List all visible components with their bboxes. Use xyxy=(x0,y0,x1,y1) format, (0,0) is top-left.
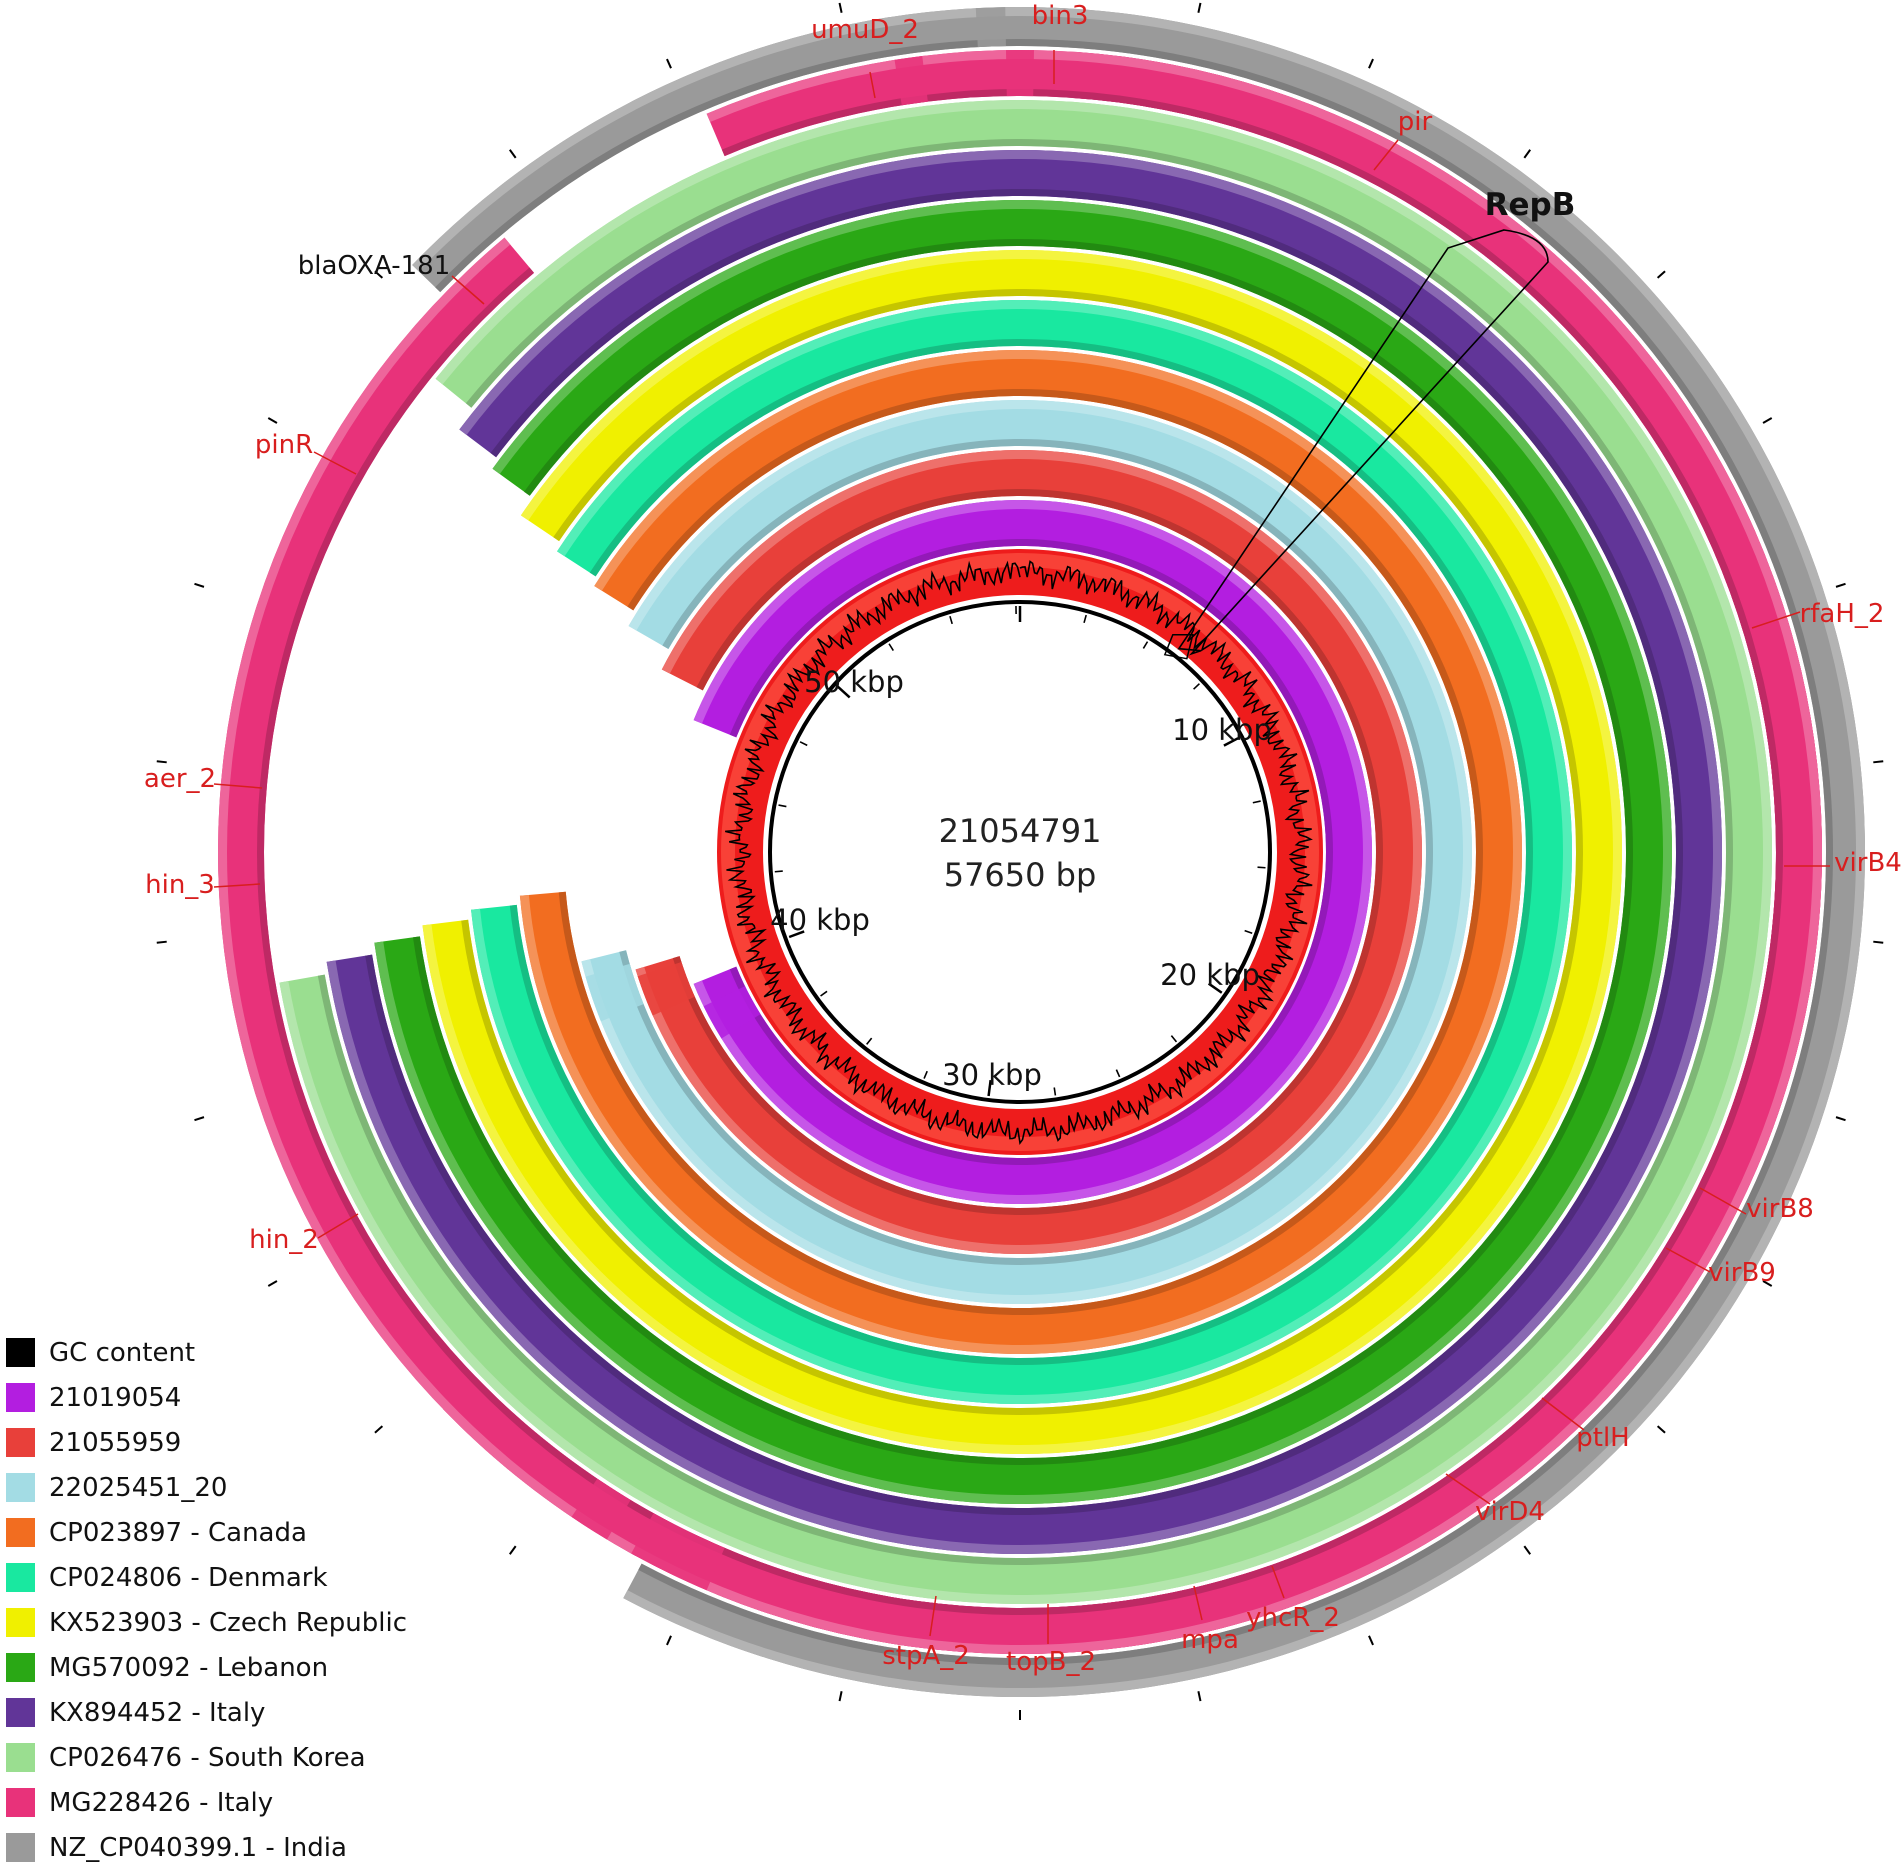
legend-item: KX523903 - Czech Republic xyxy=(6,1600,407,1645)
outer-tick xyxy=(1836,584,1846,587)
outer-tick xyxy=(667,59,671,68)
outer-tick xyxy=(194,1117,204,1120)
gene-label: mpa xyxy=(1181,1625,1239,1655)
center-length: 57650 bp xyxy=(944,856,1097,894)
center-plasmid-id: 21054791 xyxy=(939,812,1102,850)
gene-label: bin3 xyxy=(1032,1,1089,31)
legend-label: MG228426 - Italy xyxy=(49,1788,273,1818)
legend-label: GC content xyxy=(49,1338,195,1368)
gene-label: virB4 xyxy=(1834,848,1902,878)
scale-label: 20 kbp xyxy=(1160,958,1260,992)
outer-tick xyxy=(1873,942,1883,943)
legend-swatch xyxy=(6,1743,35,1772)
outer-tick xyxy=(1369,1636,1373,1645)
outer-tick xyxy=(268,1281,277,1286)
legend-item: CP023897 - Canada xyxy=(6,1510,407,1555)
legend-item: 22025451_20 xyxy=(6,1465,407,1510)
legend-item: GC content xyxy=(6,1330,407,1375)
gene-label: ptlH xyxy=(1576,1423,1629,1453)
scale-label: 50 kbp xyxy=(804,665,904,699)
outer-tick xyxy=(510,150,516,158)
legend-item: 21019054 xyxy=(6,1375,407,1420)
gene-label: hin_3 xyxy=(145,870,215,900)
gene-label: yhcR_2 xyxy=(1246,1603,1340,1633)
ring-fragment xyxy=(976,7,1006,47)
gene-label: virB9 xyxy=(1708,1258,1776,1288)
outer-tick xyxy=(1524,150,1530,158)
scale-label: 30 kbp xyxy=(942,1058,1042,1092)
legend-swatch xyxy=(6,1833,35,1862)
outer-tick xyxy=(268,418,277,423)
legend-swatch xyxy=(6,1788,35,1817)
outer-tick xyxy=(1198,3,1200,13)
gene-label: pir xyxy=(1398,107,1433,137)
outer-tick xyxy=(1658,1426,1665,1433)
outer-tick xyxy=(1836,1117,1846,1120)
ring-fragment xyxy=(1006,50,1034,96)
legend-label: NZ_CP040399.1 - India xyxy=(49,1833,347,1863)
outer-tick xyxy=(1369,59,1373,68)
scale-tick xyxy=(1258,867,1266,868)
legend-label: CP023897 - Canada xyxy=(49,1518,307,1548)
legend-item: NZ_CP040399.1 - India xyxy=(6,1825,407,1870)
gene-label: virB8 xyxy=(1746,1194,1814,1224)
outer-tick xyxy=(840,1691,842,1701)
legend-item: CP026476 - South Korea xyxy=(6,1735,407,1780)
legend-item: KX894452 - Italy xyxy=(6,1690,407,1735)
outer-tick xyxy=(1873,761,1883,762)
legend-label: MG570092 - Lebanon xyxy=(49,1653,328,1683)
outer-tick xyxy=(667,1636,671,1645)
outer-tick xyxy=(1524,1546,1530,1554)
legend-label: 22025451_20 xyxy=(49,1473,227,1503)
gene-label: pinR xyxy=(255,430,313,460)
legend-label: KX523903 - Czech Republic xyxy=(49,1608,407,1638)
gene-label: rfaH_2 xyxy=(1800,599,1885,629)
outer-tick xyxy=(157,761,167,762)
scale-label: 10 kbp xyxy=(1172,713,1272,747)
outer-tick xyxy=(1198,1691,1200,1701)
outer-tick xyxy=(1658,271,1665,278)
legend-label: KX894452 - Italy xyxy=(49,1698,265,1728)
gene-label: blaOXA-181 xyxy=(298,251,451,281)
legend-label: CP024806 - Denmark xyxy=(49,1563,328,1593)
legend-swatch xyxy=(6,1563,35,1592)
legend-swatch xyxy=(6,1473,35,1502)
outer-tick xyxy=(510,1546,516,1554)
legend-swatch xyxy=(6,1428,35,1457)
legend-swatch xyxy=(6,1608,35,1637)
legend-item: MG228426 - Italy xyxy=(6,1780,407,1825)
gene-label: stpA_2 xyxy=(882,1641,970,1671)
scale-tick xyxy=(775,871,783,872)
gene-label: hin_2 xyxy=(249,1225,319,1255)
legend-swatch xyxy=(6,1338,35,1367)
legend-label: CP026476 - South Korea xyxy=(49,1743,366,1773)
legend-item: 21055959 xyxy=(6,1420,407,1465)
legend-swatch xyxy=(6,1383,35,1412)
legend-item: MG570092 - Lebanon xyxy=(6,1645,407,1690)
gene-label: virD4 xyxy=(1475,1497,1545,1527)
legend-swatch xyxy=(6,1653,35,1682)
outer-tick xyxy=(1763,418,1772,423)
gene-label: aer_2 xyxy=(144,764,216,794)
legend-swatch xyxy=(6,1698,35,1727)
outer-tick xyxy=(157,942,167,943)
scale-label: 40 kbp xyxy=(770,903,870,937)
legend-label: 21055959 xyxy=(49,1428,181,1458)
gene-label: umuD_2 xyxy=(811,15,919,45)
legend-label: 21019054 xyxy=(49,1383,181,1413)
repb-label: RepB xyxy=(1485,187,1576,223)
outer-tick xyxy=(194,584,204,587)
gene-label: topB_2 xyxy=(1006,1647,1096,1677)
outer-tick xyxy=(840,3,842,13)
legend-item: CP024806 - Denmark xyxy=(6,1555,407,1600)
scale-tick xyxy=(1054,1088,1055,1096)
legend-swatch xyxy=(6,1518,35,1547)
